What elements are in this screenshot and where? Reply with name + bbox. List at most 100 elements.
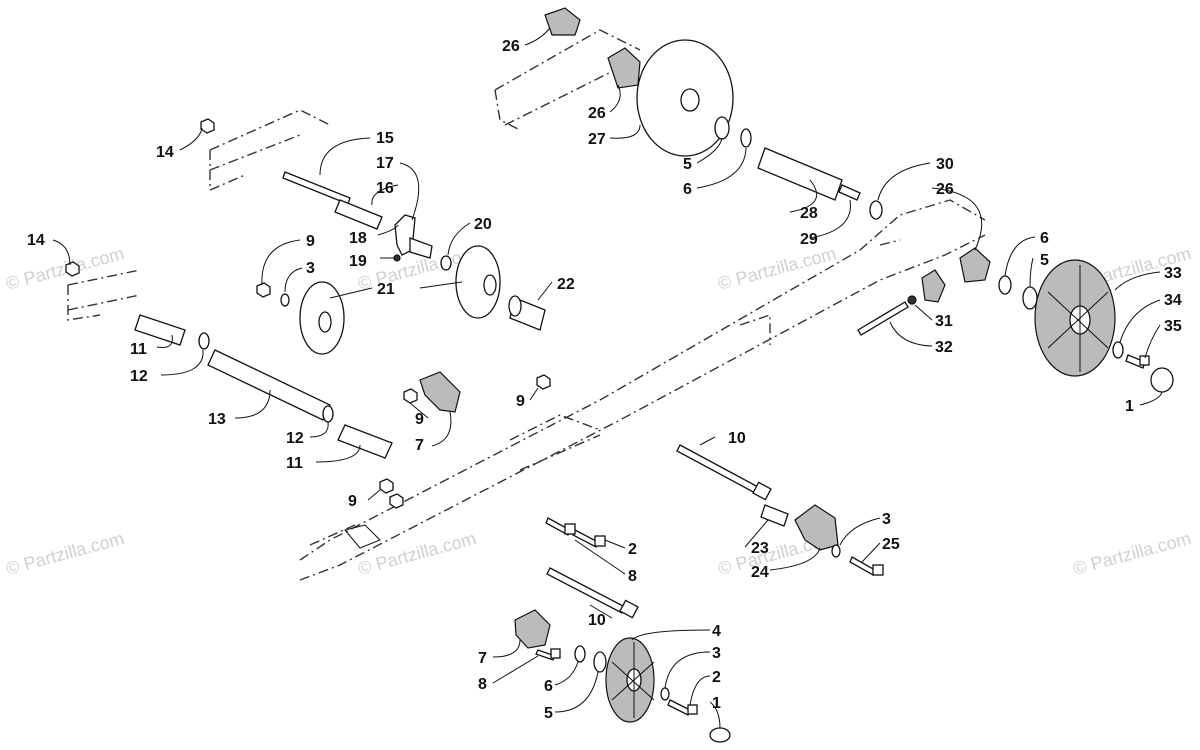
callout-17: 17 xyxy=(376,155,394,172)
bracket-right xyxy=(921,269,946,303)
idler-wheel-21-right xyxy=(455,245,501,319)
callout-1b: 1 xyxy=(1125,398,1134,415)
nut-9-center xyxy=(536,374,551,390)
watermark-8: © Partzilla.com xyxy=(356,528,478,579)
washer-12-upper xyxy=(198,332,210,350)
washer-3-upper xyxy=(280,293,290,307)
callout-21: 21 xyxy=(377,281,395,298)
upper-left-rail xyxy=(209,109,331,192)
bearing-5-top xyxy=(714,116,730,140)
callout-33: 33 xyxy=(1164,265,1182,282)
callout-27: 27 xyxy=(588,131,606,148)
nut-9-upper xyxy=(256,282,271,298)
washer-6-lower xyxy=(574,645,586,663)
bolt-8-lower xyxy=(535,649,556,661)
callout-19: 19 xyxy=(349,253,367,270)
callout-7b: 7 xyxy=(478,650,487,667)
callout-28: 28 xyxy=(800,205,818,222)
callout-32: 32 xyxy=(935,339,953,356)
cap-1-right xyxy=(1150,367,1174,393)
bracket-7-lower xyxy=(514,609,551,649)
callout-3c: 3 xyxy=(882,511,891,528)
callout-6c: 6 xyxy=(1040,230,1049,247)
bolt-2-lower-head xyxy=(687,704,698,715)
washer-30 xyxy=(869,200,883,220)
bolt-25 xyxy=(849,556,876,576)
watermark-1: © Partzilla.com xyxy=(4,243,126,294)
callout-9b: 9 xyxy=(516,393,525,410)
lock-nut-14-top xyxy=(200,118,215,134)
callout-5a: 5 xyxy=(544,705,553,722)
callout-35: 35 xyxy=(1164,318,1182,335)
bearing-5-lower xyxy=(593,651,607,673)
callout-30: 30 xyxy=(936,156,954,173)
bolt-8-mid-head xyxy=(564,523,576,535)
shaft-15 xyxy=(282,171,351,205)
lock-nut-14-left xyxy=(65,261,80,277)
washer-6-right xyxy=(998,275,1012,295)
bolt-2-mid xyxy=(572,529,599,548)
callout-14a: 14 xyxy=(156,144,174,161)
tube-13 xyxy=(207,349,331,421)
callout-11b: 11 xyxy=(286,455,303,472)
housing-26-top xyxy=(544,7,581,36)
watermark-4: © Partzilla.com xyxy=(716,243,838,294)
washer-34 xyxy=(1112,341,1124,359)
callout-22: 22 xyxy=(557,276,575,293)
bolt-10-lower xyxy=(546,567,626,614)
housing-26-mid xyxy=(607,47,641,89)
callout-11a: 11 xyxy=(130,341,147,358)
callout-13: 13 xyxy=(208,411,226,428)
axle-18 xyxy=(409,237,433,259)
parts xyxy=(65,7,1174,743)
callout-3a: 3 xyxy=(306,260,315,277)
callout-29: 29 xyxy=(800,231,818,248)
callout-3b: 3 xyxy=(712,645,721,662)
watermark-2: © Partzilla.com xyxy=(4,528,126,579)
callout-14b: 14 xyxy=(27,232,45,249)
washer-6-top xyxy=(740,128,752,148)
spacer-16 xyxy=(334,199,383,230)
callout-20: 20 xyxy=(474,216,492,233)
spacer-22-end xyxy=(508,295,522,317)
callout-24: 24 xyxy=(751,564,769,581)
nut-31 xyxy=(907,295,917,305)
callout-1a: 1 xyxy=(712,695,721,712)
top-rail xyxy=(494,29,641,131)
idler-wheel-21-right-hub xyxy=(483,274,497,296)
nut-9-lower-a xyxy=(379,478,394,494)
bolt-10-upper-head xyxy=(752,481,772,501)
callout-8a: 8 xyxy=(628,568,637,585)
callout-5c: 5 xyxy=(1040,252,1049,269)
callout-9a: 9 xyxy=(306,233,315,250)
shaft-28 xyxy=(757,147,843,201)
wheel-33-spokes xyxy=(1047,265,1109,372)
callout-25: 25 xyxy=(882,536,900,553)
nut-9-mid xyxy=(403,388,418,404)
bolt-35-head xyxy=(1139,355,1150,366)
cap-1-lower xyxy=(709,727,731,743)
leader-lines xyxy=(52,27,1163,729)
left-rail-stub xyxy=(67,269,141,321)
idler-wheel-21-left-hub xyxy=(318,311,332,333)
callout-9d: 9 xyxy=(348,493,357,510)
tube-11-lower xyxy=(337,424,393,459)
bolt-10-upper xyxy=(676,444,761,495)
bolt-2-lower xyxy=(667,699,691,716)
bolt-2-mid-head xyxy=(594,535,606,547)
callout-2a: 2 xyxy=(628,541,637,558)
bolt-10-lower-head xyxy=(619,599,639,619)
callout-4: 4 xyxy=(712,623,721,640)
nut-9-lower-b xyxy=(389,493,404,509)
callout-8b: 8 xyxy=(478,676,487,693)
callout-15: 15 xyxy=(376,130,394,147)
bolt-32 xyxy=(857,301,909,336)
callout-6a: 6 xyxy=(544,678,553,695)
callout-18: 18 xyxy=(349,230,367,247)
callout-34: 34 xyxy=(1164,292,1182,309)
washer-12-lower xyxy=(322,405,334,423)
bolt-8-lower-head xyxy=(550,648,561,659)
callout-16: 16 xyxy=(376,180,394,197)
callout-12b: 12 xyxy=(286,430,304,447)
watermarks: © Partzilla.com © Partzilla.com © Partzi… xyxy=(4,243,1193,579)
